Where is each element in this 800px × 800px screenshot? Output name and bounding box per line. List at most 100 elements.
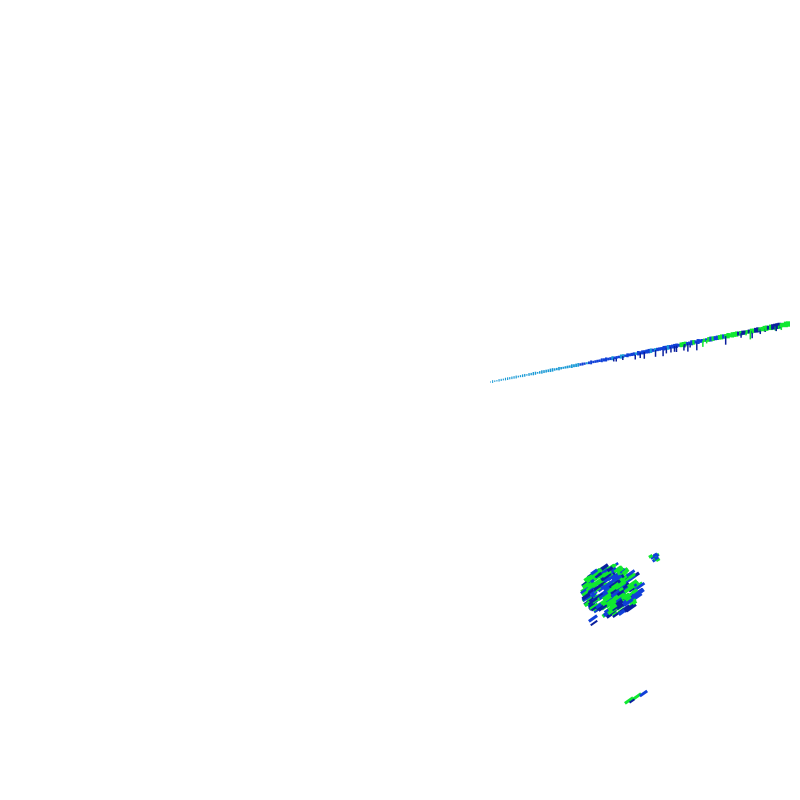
- streak-mark: [613, 356, 616, 360]
- streak-mark: [694, 340, 698, 344]
- streak-mark: [541, 370, 543, 374]
- streak-mark: [600, 358, 603, 363]
- streak-mark: [651, 348, 655, 352]
- streak-mark: [515, 375, 517, 379]
- streak-mark: [634, 352, 638, 355]
- cluster-mark: [590, 619, 598, 627]
- streak-mark: [583, 362, 586, 365]
- streak-mark: [581, 362, 584, 366]
- streak-mark: [524, 373, 526, 377]
- streak-mark: [660, 347, 664, 351]
- streak-mark: [624, 354, 627, 357]
- streak-mark: [730, 332, 735, 338]
- streak-mark: [696, 339, 700, 344]
- streak-tick: [745, 332, 747, 336]
- streak-mark: [507, 377, 509, 381]
- bottom-mark: [624, 696, 634, 705]
- streak-mark: [656, 347, 659, 352]
- cluster-mark: [602, 594, 613, 603]
- streak-tick: [639, 352, 641, 359]
- cluster-mark: [613, 565, 623, 573]
- streak-tick: [613, 358, 615, 362]
- streak-mark: [498, 379, 500, 382]
- streak-mark: [500, 378, 502, 382]
- streak-mark: [547, 369, 550, 373]
- streak-mark: [513, 376, 515, 379]
- streak-mark: [590, 360, 593, 365]
- streak-mark: [766, 325, 771, 330]
- cluster-mark: [615, 566, 625, 574]
- streak-tick: [780, 325, 783, 331]
- streak-mark: [713, 336, 717, 341]
- cluster-mark: [604, 578, 616, 589]
- cluster-mark: [626, 579, 638, 589]
- streak-mark: [598, 359, 601, 363]
- streak-mark: [532, 372, 535, 376]
- streak-mark: [722, 334, 726, 339]
- streak-mark: [715, 335, 720, 340]
- streak-mark: [626, 353, 629, 358]
- cluster-mark: [623, 603, 635, 613]
- streak-mark: [549, 368, 552, 373]
- cluster-mark: [581, 590, 590, 598]
- cluster-mark: [617, 608, 626, 616]
- streak-mark: [528, 373, 530, 376]
- cluster-mark: [612, 574, 623, 583]
- streak-mark: [592, 360, 595, 364]
- streak-mark: [783, 321, 788, 328]
- cluster-mark: [596, 604, 604, 611]
- streak-mark: [666, 345, 670, 350]
- cluster-mark: [623, 598, 634, 607]
- cluster-mark: [590, 568, 599, 576]
- streak-mark: [604, 357, 608, 362]
- streak-tick: [622, 356, 624, 361]
- streak-mark: [496, 380, 498, 382]
- streak-mark: [745, 330, 750, 334]
- streak-mark: [594, 360, 597, 363]
- streak-mark: [636, 350, 640, 356]
- streak-tick: [689, 343, 691, 348]
- streak-tick: [643, 351, 646, 359]
- cluster-mark: [602, 599, 612, 607]
- streak-mark: [553, 368, 556, 371]
- cluster-mark: [611, 589, 621, 598]
- small-cluster-mark: [648, 554, 654, 559]
- streak-tick: [683, 344, 685, 351]
- small-blob-cluster: [648, 552, 661, 563]
- streak-mark: [641, 350, 644, 355]
- cluster-mark: [606, 585, 618, 594]
- cluster-mark: [587, 588, 594, 595]
- bottom-mark: [632, 692, 642, 701]
- streak-mark: [562, 366, 565, 369]
- streak-tick: [749, 331, 752, 340]
- streak-mark: [617, 355, 621, 359]
- streak-tick: [775, 326, 778, 332]
- streak-mark: [566, 365, 569, 369]
- streak-mark: [615, 356, 618, 359]
- streak-mark: [732, 331, 737, 337]
- cluster-mark: [581, 592, 591, 601]
- cluster-mark: [631, 592, 640, 600]
- streak-mark: [538, 371, 541, 374]
- small-cluster-mark: [649, 555, 655, 560]
- streak-mark: [707, 337, 711, 342]
- cluster-mark: [621, 568, 630, 575]
- bottom-marks: [624, 689, 649, 705]
- bottom-mark: [638, 689, 649, 698]
- streak-mark: [743, 330, 747, 335]
- cluster-mark: [600, 572, 612, 582]
- cluster-mark: [620, 576, 631, 585]
- cluster-mark: [589, 572, 598, 579]
- cluster-mark: [625, 569, 636, 578]
- streak-mark: [536, 371, 539, 374]
- streak-tick: [705, 339, 708, 344]
- cluster-mark: [611, 582, 620, 589]
- streak-mark: [611, 356, 614, 361]
- streak-mark: [760, 326, 765, 332]
- streak-mark: [698, 339, 702, 343]
- cluster-mark: [598, 604, 608, 612]
- streak-mark: [756, 327, 760, 333]
- small-cluster-mark: [652, 552, 658, 558]
- small-cluster-mark: [654, 555, 660, 561]
